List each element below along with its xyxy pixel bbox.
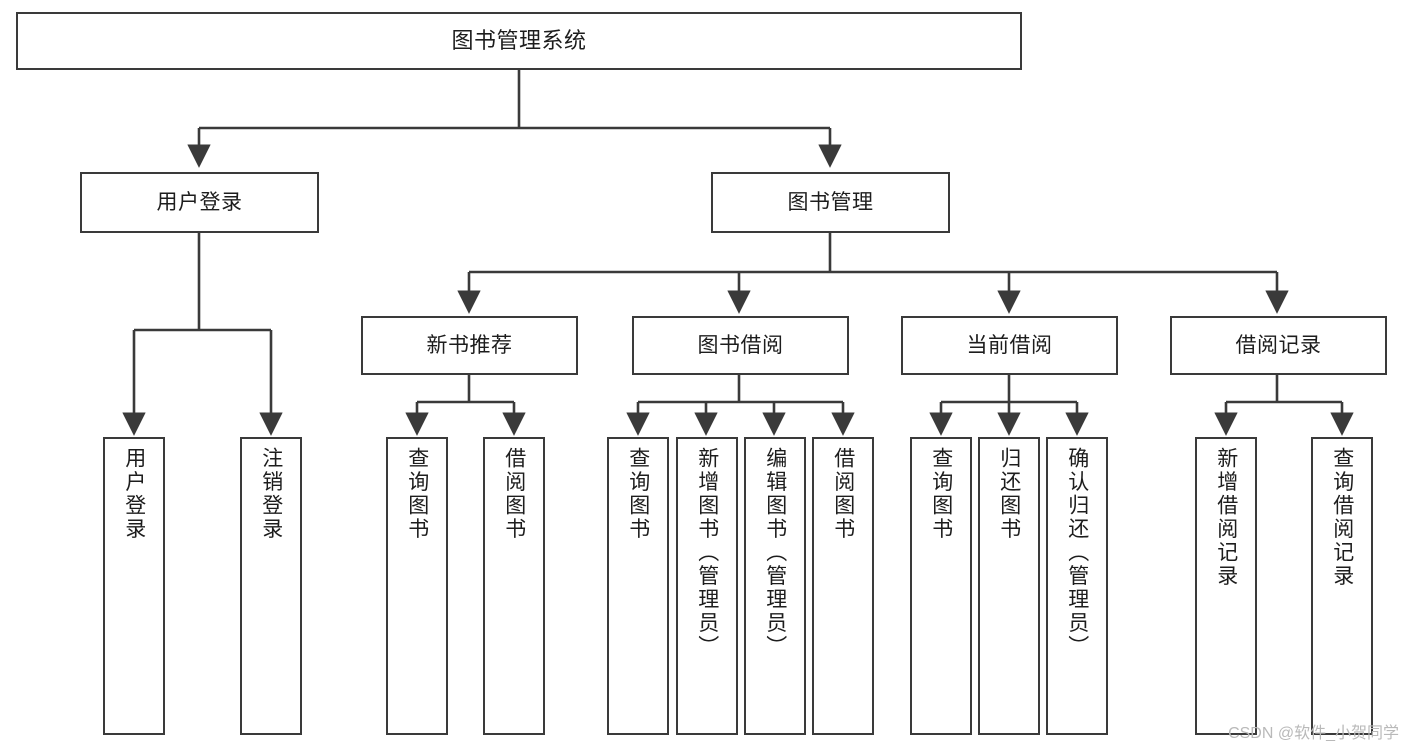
node-leaf-current-confirm-return-admin[interactable]: 确认归还（管理员） [1046,437,1108,735]
node-current-borrow[interactable]: 当前借阅 [901,316,1118,375]
node-root-book-management-system[interactable]: 图书管理系统 [16,12,1022,70]
node-label: 查询借阅记录 [1330,447,1354,588]
node-label: 归还图书 [997,447,1021,541]
node-label: 图书借阅 [697,333,784,357]
node-leaf-current-query[interactable]: 查询图书 [910,437,972,735]
node-label: 注销登录 [259,447,283,541]
node-label: 新增图书（管理员） [695,447,719,659]
node-leaf-new-books-query[interactable]: 查询图书 [386,437,448,735]
node-borrow-records[interactable]: 借阅记录 [1170,316,1387,375]
node-label: 编辑图书（管理员） [763,447,787,659]
node-leaf-borrow-query[interactable]: 查询图书 [607,437,669,735]
node-label: 借阅记录 [1235,333,1322,357]
node-book-borrow[interactable]: 图书借阅 [632,316,849,375]
node-leaf-borrow-add-book-admin[interactable]: 新增图书（管理员） [676,437,738,735]
node-label: 查询图书 [405,447,429,541]
node-label: 新增借阅记录 [1214,447,1238,588]
node-label: 图书管理 [787,190,874,214]
node-leaf-new-books-borrow[interactable]: 借阅图书 [483,437,545,735]
node-label: 查询图书 [626,447,650,541]
node-leaf-current-return-book[interactable]: 归还图书 [978,437,1040,735]
node-user-login[interactable]: 用户登录 [80,172,319,233]
node-leaf-borrow-borrow-book[interactable]: 借阅图书 [812,437,874,735]
node-label: 当前借阅 [966,333,1053,357]
node-label: 借阅图书 [831,447,855,541]
node-leaf-user-login-logout[interactable]: 注销登录 [240,437,302,735]
node-leaf-records-add-record[interactable]: 新增借阅记录 [1195,437,1257,735]
node-leaf-borrow-edit-book-admin[interactable]: 编辑图书（管理员） [744,437,806,735]
node-leaf-user-login-login[interactable]: 用户登录 [103,437,165,735]
node-label: 新书推荐 [426,333,513,357]
node-label: 图书管理系统 [451,27,587,53]
node-label: 用户登录 [122,447,146,541]
node-label: 借阅图书 [502,447,526,541]
csdn-watermark: CSDN @软件_小贺同学 [1228,725,1399,742]
node-label: 确认归还（管理员） [1065,447,1089,659]
node-label: 查询图书 [929,447,953,541]
node-book-management[interactable]: 图书管理 [711,172,950,233]
node-new-book-recommendation[interactable]: 新书推荐 [361,316,578,375]
node-label: 用户登录 [156,190,243,214]
node-leaf-records-query-record[interactable]: 查询借阅记录 [1311,437,1373,735]
